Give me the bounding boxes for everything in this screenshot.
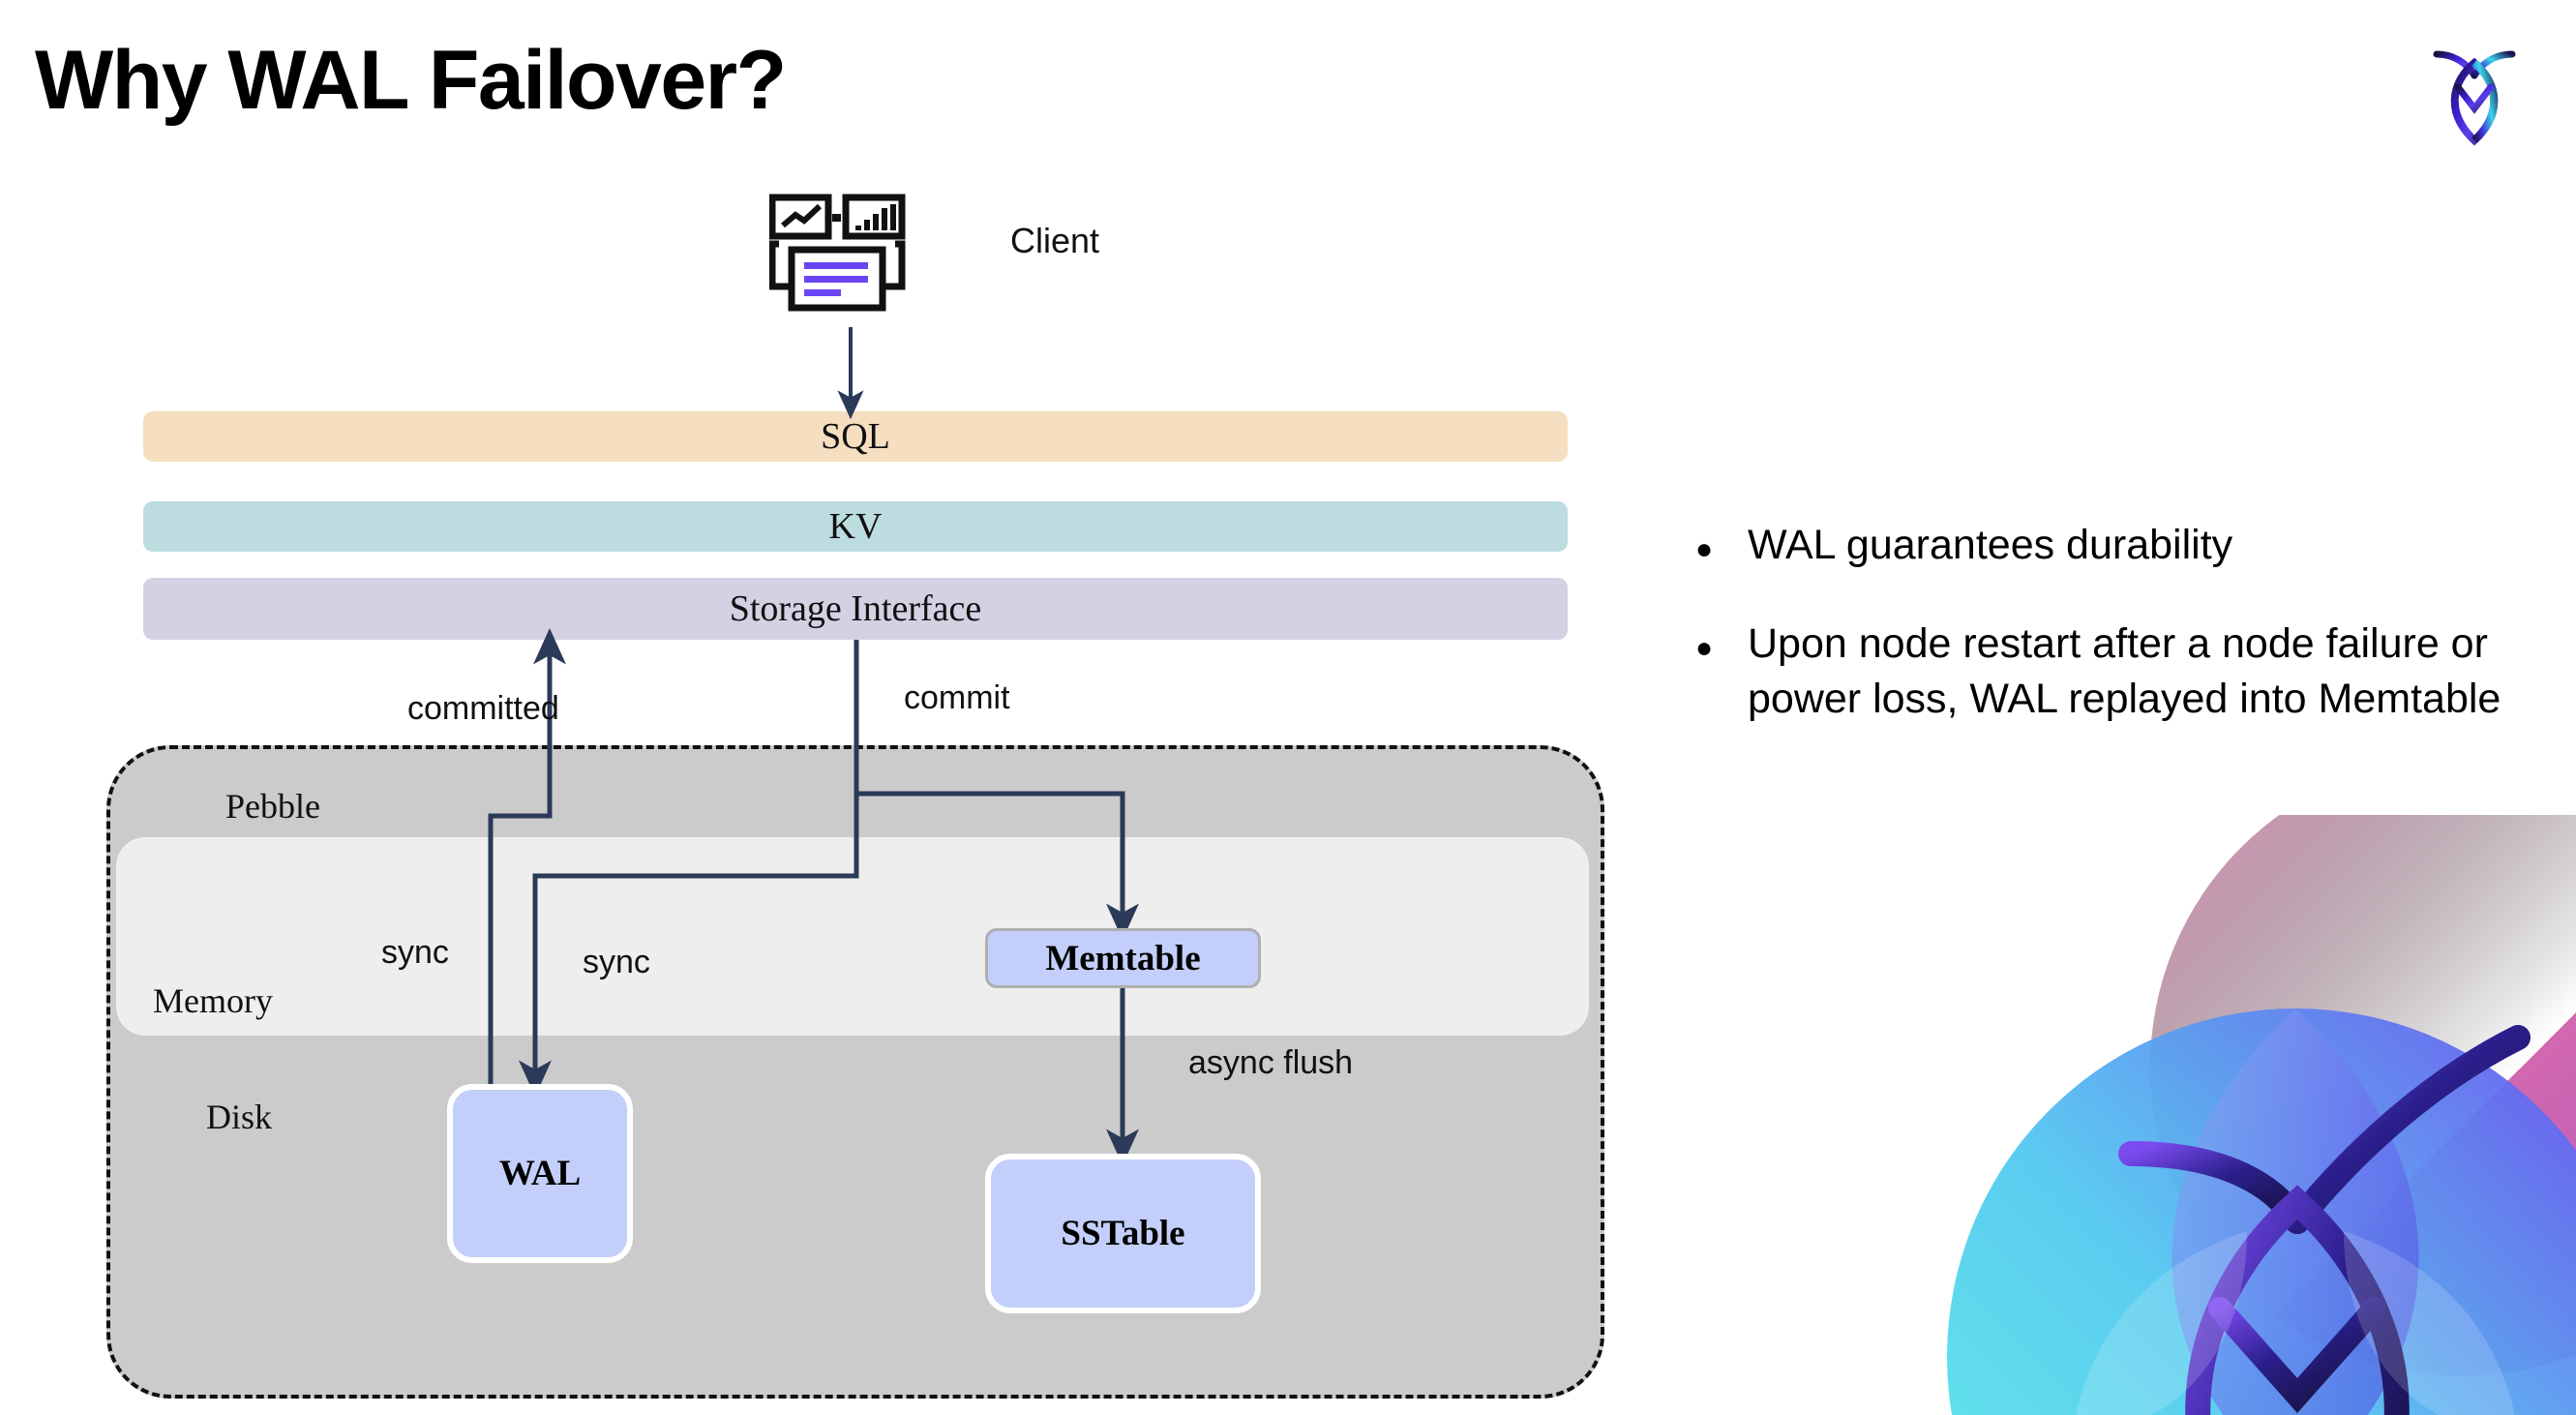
disk-label: Disk <box>206 1098 273 1136</box>
bullet-text: WAL guarantees durability <box>1748 522 2233 568</box>
layer-label-storage-interface: Storage Interface <box>729 588 982 629</box>
edge-label-commit: commit <box>904 679 1010 716</box>
edge-label-sync-right: sync <box>583 944 650 980</box>
page-title: Why WAL Failover? <box>35 34 787 127</box>
node-wal: WAL <box>447 1084 633 1263</box>
decorative-logo-graphic <box>1841 815 2576 1415</box>
cockroachdb-logo <box>2411 31 2537 157</box>
layer-bar-storage-interface: Storage Interface <box>143 578 1568 640</box>
node-sstable: SSTable <box>985 1154 1261 1313</box>
client-dashboard-icon <box>768 194 924 329</box>
layer-bar-sql: SQL <box>143 411 1568 462</box>
layer-label-sql: SQL <box>821 416 890 457</box>
client-label: Client <box>1010 221 1100 260</box>
node-label-sstable: SSTable <box>1061 1214 1185 1253</box>
bullet-list: ● WAL guarantees durability ● Upon node … <box>1695 518 2528 762</box>
list-item: ● WAL guarantees durability <box>1695 518 2528 582</box>
edge-label-committed: committed <box>407 690 559 727</box>
node-label-wal: WAL <box>498 1154 582 1193</box>
edge-label-async-flush: async flush <box>1188 1044 1354 1081</box>
bullet-text: Upon node restart after a node failure o… <box>1748 620 2501 722</box>
node-memtable: Memtable <box>985 928 1261 988</box>
node-label-memtable: Memtable <box>1045 938 1201 978</box>
layer-label-kv: KV <box>828 506 883 547</box>
pebble-label: Pebble <box>225 787 320 826</box>
edge-label-sync-left: sync <box>381 934 449 971</box>
layer-bar-kv: KV <box>143 501 1568 552</box>
list-item: ● Upon node restart after a node failure… <box>1695 617 2528 727</box>
bullet-marker: ● <box>1695 632 1714 664</box>
memory-label: Memory <box>153 981 273 1020</box>
memory-container <box>116 837 1589 1036</box>
bullet-marker: ● <box>1695 533 1714 565</box>
